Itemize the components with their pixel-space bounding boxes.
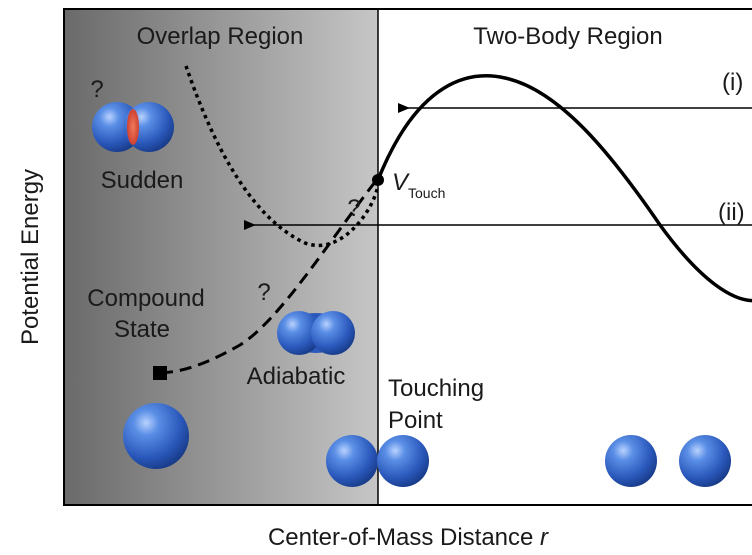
- v-touch-label: VTouch: [392, 169, 445, 201]
- sudden-nuclei-icon: [92, 102, 174, 152]
- question-mark-adiabatic: ?: [257, 279, 270, 306]
- overlap-region: [64, 9, 378, 505]
- sudden-potential-curve: [184, 65, 380, 248]
- compound-label-line2: State: [114, 316, 170, 343]
- compound-state-marker: [153, 366, 167, 380]
- compound-nucleus-icon: [123, 403, 189, 469]
- compound-label-line1: Compound: [87, 285, 204, 312]
- v-touch-subscript: Touch: [408, 185, 445, 201]
- x-axis-label: Center-of-Mass Distance r: [268, 524, 549, 551]
- adiabatic-label: Adiabatic: [247, 363, 346, 390]
- touching-label-line2: Point: [388, 407, 443, 434]
- arrow-i-label: (i): [722, 69, 743, 96]
- touching-point-marker: [372, 174, 384, 186]
- y-axis-label: Potential Energy: [17, 169, 44, 345]
- x-axis-variable: r: [540, 524, 549, 551]
- adiabatic-potential-curve: [159, 181, 377, 375]
- adiabatic-nuclei-icon: [277, 311, 355, 355]
- question-mark-barrier: ?: [347, 195, 360, 222]
- plot-frame: [63, 8, 752, 506]
- sudden-label: Sudden: [101, 167, 184, 194]
- potential-barrier-curve: [376, 74, 752, 303]
- question-mark-sudden: ?: [90, 76, 103, 103]
- separated-nuclei-icon: [605, 435, 731, 487]
- overlap-neck-icon: [127, 109, 139, 145]
- arrow-ii-label: (ii): [718, 199, 745, 226]
- touching-label-line1: Touching: [388, 375, 484, 402]
- touching-nuclei-icon: [326, 435, 429, 487]
- overlap-region-title: Overlap Region: [137, 23, 304, 50]
- two-body-region-title: Two-Body Region: [473, 23, 662, 50]
